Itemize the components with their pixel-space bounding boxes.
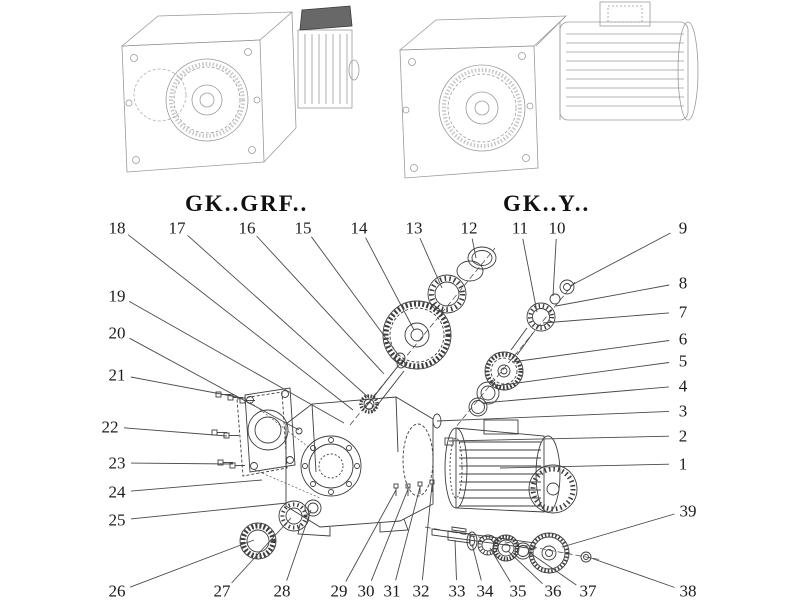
- part-label-22: 22: [101, 417, 119, 437]
- model-title-grf: GK..GRF..: [185, 191, 309, 216]
- part-label-36: 36: [544, 581, 562, 600]
- part-label-3: 3: [678, 401, 688, 421]
- part-label-4: 4: [678, 376, 688, 396]
- leader-line-22: [123, 427, 228, 437]
- leader-line-16: [256, 235, 385, 375]
- leader-line-1: [499, 463, 670, 469]
- leader-line-15: [311, 236, 400, 357]
- gearbox-y-drawing: [398, 1, 699, 179]
- part-label-11: 11: [511, 218, 529, 238]
- leader-line-14: [365, 237, 415, 331]
- output-flange: [236, 387, 321, 499]
- leader-line-35: [489, 547, 511, 583]
- leader-line-5: [494, 362, 670, 387]
- part-label-31: 31: [383, 581, 401, 600]
- part-label-30: 30: [357, 581, 375, 600]
- oil-seal-and-bearing: [239, 499, 322, 560]
- part-label-33: 33: [448, 581, 466, 600]
- part-label-2: 2: [678, 426, 688, 446]
- motor-bolts: [393, 479, 435, 496]
- leader-line-27: [231, 517, 292, 584]
- part-label-9: 9: [678, 218, 688, 238]
- leader-line-7: [542, 312, 670, 324]
- part-label-10: 10: [548, 218, 566, 238]
- leader-line-17: [187, 234, 370, 399]
- part-label-16: 16: [238, 218, 256, 238]
- part-label-26: 26: [108, 581, 126, 600]
- leader-line-31: [395, 486, 421, 581]
- input-shaft-set: [432, 279, 575, 446]
- upper-bearing: [427, 274, 467, 314]
- part-label-6: 6: [678, 329, 688, 349]
- part-label-35: 35: [509, 581, 527, 600]
- leader-line-9: [569, 232, 671, 287]
- leader-line-4: [481, 386, 670, 404]
- leader-line-6: [511, 340, 670, 363]
- part-label-5: 5: [678, 351, 688, 371]
- seal-rings: [456, 246, 497, 282]
- part-label-25: 25: [108, 510, 126, 530]
- part-label-13: 13: [405, 218, 423, 238]
- leader-line-19: [128, 301, 345, 424]
- leader-line-34: [471, 543, 482, 581]
- leader-line-29: [345, 489, 397, 582]
- part-label-24: 24: [108, 482, 126, 502]
- part-label-38: 38: [679, 581, 697, 600]
- part-label-20: 20: [108, 323, 126, 343]
- leader-line-3: [436, 410, 670, 422]
- leader-line-25: [130, 502, 288, 520]
- leader-line-36: [507, 550, 543, 585]
- leader-line-28: [286, 509, 312, 581]
- part-label-27: 27: [213, 581, 231, 600]
- part-label-19: 19: [108, 286, 126, 306]
- leader-line-2: [448, 435, 670, 442]
- leader-line-24: [130, 479, 263, 492]
- leader-line-23: [130, 462, 234, 465]
- part-label-8: 8: [678, 273, 688, 293]
- leader-line-32: [421, 484, 433, 581]
- leader-line-33: [454, 539, 457, 581]
- leader-line-21: [130, 376, 243, 399]
- leader-line-20: [129, 337, 300, 431]
- output-gear: [382, 300, 452, 370]
- leader-line-39: [561, 513, 675, 548]
- part-label-28: 28: [273, 581, 291, 600]
- part-label-14: 14: [350, 218, 368, 238]
- leader-line-18: [127, 234, 354, 411]
- part-label-29: 29: [330, 581, 348, 600]
- leader-line-13: [419, 237, 443, 289]
- leader-line-10: [552, 238, 557, 297]
- flange-bolts: [211, 391, 255, 469]
- centerlines: [349, 247, 603, 561]
- leader-line-37: [529, 552, 577, 586]
- leader-line-11: [522, 238, 538, 313]
- exploded-view: [211, 246, 603, 574]
- leader-line-8: [555, 284, 670, 307]
- leader-line-38: [587, 556, 675, 588]
- part-label-18: 18: [108, 218, 126, 238]
- gearbox-housing: [285, 396, 434, 537]
- part-label-1: 1: [678, 454, 688, 474]
- part-label-15: 15: [294, 218, 312, 238]
- part-label-12: 12: [460, 218, 478, 238]
- part-label-32: 32: [412, 581, 430, 600]
- part-label-21: 21: [108, 365, 126, 385]
- model-title-y: GK..Y..: [503, 191, 591, 216]
- part-label-23: 23: [108, 453, 126, 473]
- leader-line-30: [370, 488, 409, 581]
- part-label-39: 39: [679, 501, 697, 521]
- electric-motor: [444, 419, 578, 514]
- leader-line-12: [471, 238, 477, 259]
- output-shaft-assembly: [431, 526, 592, 574]
- part-label-34: 34: [476, 581, 494, 600]
- leader-line-26: [129, 539, 255, 588]
- pinion-shaft: [359, 352, 406, 414]
- part-label-7: 7: [678, 302, 688, 322]
- part-label-37: 37: [579, 581, 597, 600]
- part-label-17: 17: [168, 218, 186, 238]
- gearbox-grf-drawing: [120, 5, 360, 173]
